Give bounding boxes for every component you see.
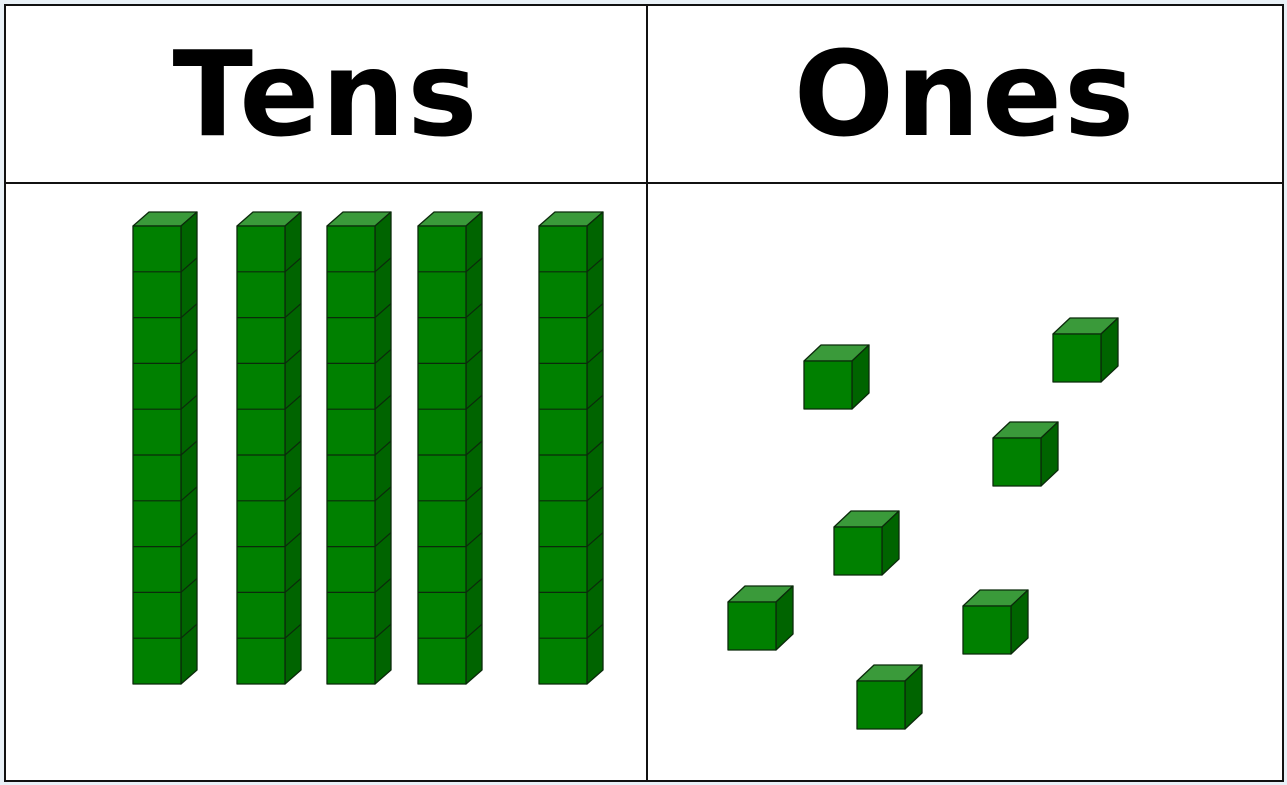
unit-cube <box>728 586 793 650</box>
cube-front-face <box>993 438 1041 486</box>
cube-front-face <box>804 361 852 409</box>
unit-cube <box>834 511 899 575</box>
tens-rod <box>237 212 301 684</box>
unit-cubes <box>728 318 1118 729</box>
tens-rods <box>133 212 603 684</box>
unit-cube <box>804 345 869 409</box>
unit-cube <box>1053 318 1118 382</box>
unit-cube <box>993 422 1058 486</box>
tens-rod <box>133 212 197 684</box>
tens-rod <box>327 212 391 684</box>
tens-rod <box>539 212 603 684</box>
tens-rod <box>418 212 482 684</box>
cube-front-face <box>963 606 1011 654</box>
unit-cube <box>963 590 1028 654</box>
cube-front-face <box>728 602 776 650</box>
cube-front-face <box>857 681 905 729</box>
cube-front-face <box>834 527 882 575</box>
cube-front-face <box>1053 334 1101 382</box>
unit-cube <box>857 665 922 729</box>
